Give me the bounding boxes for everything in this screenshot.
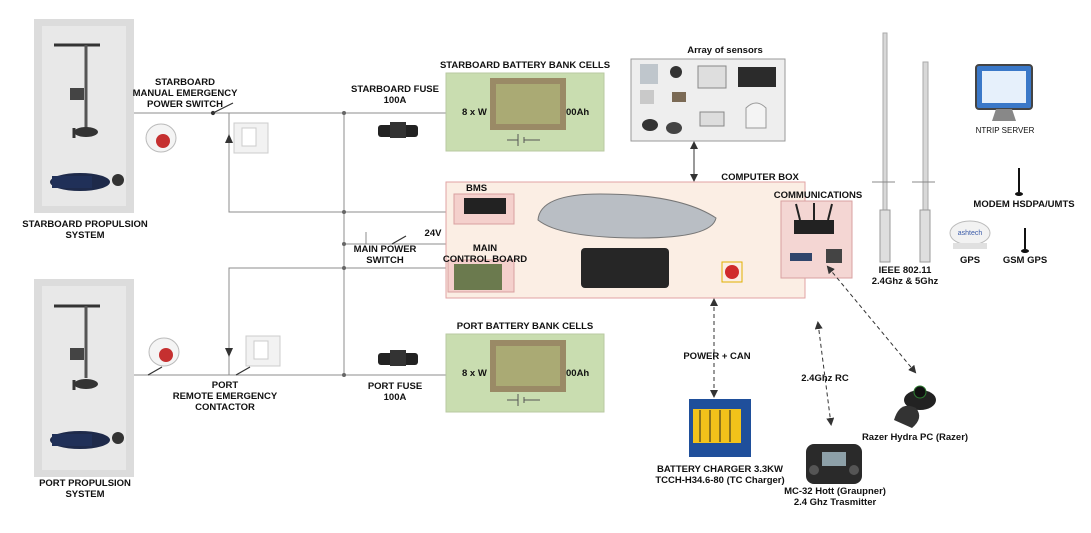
main-control-board-line2: CONTROL BOARD [442, 254, 528, 265]
port-battery-title: PORT BATTERY BANK CELLS [456, 321, 594, 332]
main-power-switch-label: MAIN POWER SWITCH [340, 244, 430, 266]
gsm-gps-antenna [1021, 228, 1029, 253]
starboard-switch-symbol [210, 102, 234, 116]
modem-label: MODEM HSDPA/UMTS [973, 199, 1075, 210]
voltage-label: 24V [424, 228, 442, 239]
starboard-propulsion-label: STARBOARD PROPULSION SYSTEM [10, 219, 160, 241]
gps-antenna [949, 220, 991, 249]
starboard-fuse-photo [378, 122, 418, 138]
rc-link [814, 321, 835, 426]
starboard-fuse-line1: STARBOARD FUSE [351, 84, 439, 95]
junctions [342, 111, 346, 377]
ntrip-label: NTRIP SERVER [975, 126, 1035, 135]
ieee-antennas [872, 32, 935, 263]
sensors-title: Array of sensors [687, 45, 763, 56]
communications-label: COMMUNICATIONS [773, 190, 863, 201]
starboard-propulsion-line1: STARBOARD PROPULSION [22, 219, 148, 230]
main-switch-symbol [391, 235, 407, 245]
port-contactor-line2: REMOTE EMERGENCY [172, 391, 278, 402]
port-battery-bank [445, 333, 605, 413]
port-battery-text-left: 8 x W [462, 368, 487, 379]
gps-label: GPS [959, 255, 981, 266]
gps-brand-text: ashtech [957, 230, 983, 237]
starboard-switch-label-line2: MANUAL EMERGENCY [132, 88, 238, 99]
port-emergency-switch-photo [148, 335, 281, 367]
starboard-battery-text-right: 00Ah [566, 107, 590, 118]
starboard-battery-bank [445, 72, 605, 152]
rc-link-label: 2.4Ghz RC [801, 373, 849, 384]
razer-label: Razer Hydra PC (Razer) [861, 432, 969, 443]
battery-charger-photo [689, 399, 751, 457]
ieee-label: IEEE 802.11 2.4Ghz & 5Ghz [855, 265, 955, 287]
port-fuse-label: PORT FUSE 100A [350, 381, 440, 403]
razer-hydra-photo [894, 385, 936, 428]
computer-box-title: COMPUTER BOX [721, 172, 799, 183]
charger-label: BATTERY CHARGER 3.3KW TCCH-H34.6-80 (TC … [640, 464, 800, 486]
port-fuse-line2: 100A [383, 392, 407, 403]
starboard-fuse-label: STARBOARD FUSE 100A [340, 84, 450, 106]
starboard-switch-label: STARBOARD MANUAL EMERGENCY POWER SWITCH [120, 77, 250, 110]
main-power-switch-line1: MAIN POWER [353, 244, 417, 255]
starboard-battery-title: STARBOARD BATTERY BANK CELLS [439, 60, 611, 71]
port-fuse-photo [378, 350, 418, 366]
port-contactor-label: PORT REMOTE EMERGENCY CONTACTOR [160, 380, 290, 413]
transmitter-line1: MC-32 Hott (Graupner) [784, 486, 886, 497]
modem-antenna [1015, 168, 1023, 196]
starboard-emergency-switch-photo [145, 122, 269, 154]
starboard-switch-label-line3: POWER SWITCH [147, 99, 223, 110]
starboard-propulsion-line2: SYSTEM [65, 230, 105, 241]
charger-line1: BATTERY CHARGER 3.3KW [657, 464, 783, 475]
bms-label: BMS [466, 183, 488, 194]
port-propulsion-line2: SYSTEM [65, 489, 105, 500]
transmitter-label: MC-32 Hott (Graupner) 2.4 Ghz Trasmitter [770, 486, 900, 508]
starboard-propulsion-photo [34, 19, 134, 213]
return-arrows [225, 134, 233, 357]
communications-box [780, 200, 853, 279]
sensor-array [630, 58, 786, 142]
ieee-line2: 2.4Ghz & 5Ghz [871, 276, 939, 287]
starboard-battery-text-left: 8 x W [462, 107, 487, 118]
gsm-gps-label: GSM GPS [1002, 255, 1048, 266]
transmitter-line2: 2.4 Ghz Trasmitter [793, 497, 877, 508]
port-propulsion-line1: PORT PROPULSION [39, 478, 131, 489]
port-contactor-line3: CONTACTOR [195, 402, 255, 413]
port-battery-text-right: 00Ah [566, 368, 590, 379]
port-propulsion-label: PORT PROPULSION SYSTEM [10, 478, 160, 500]
ieee-line1: IEEE 802.11 [878, 265, 932, 276]
port-propulsion-photo [34, 279, 134, 477]
razer-link [826, 265, 917, 374]
computer-box [445, 181, 806, 299]
starboard-switch-label-line1: STARBOARD [155, 77, 215, 88]
main-power-switch-line2: SWITCH [366, 255, 404, 266]
main-control-board-label: MAIN CONTROL BOARD [440, 243, 530, 265]
power-can-label: POWER + CAN [683, 351, 751, 362]
charger-line2: TCCH-H34.6-80 (TC Charger) [655, 475, 785, 486]
starboard-fuse-line2: 100A [383, 95, 407, 106]
port-contactor-line1: PORT [211, 380, 239, 391]
port-fuse-line1: PORT FUSE [367, 381, 423, 392]
main-control-board-line1: MAIN [472, 243, 498, 254]
port-switch-symbol [147, 366, 251, 376]
rc-transmitter-photo [806, 444, 862, 484]
ntrip-monitor-icon [975, 64, 1033, 121]
